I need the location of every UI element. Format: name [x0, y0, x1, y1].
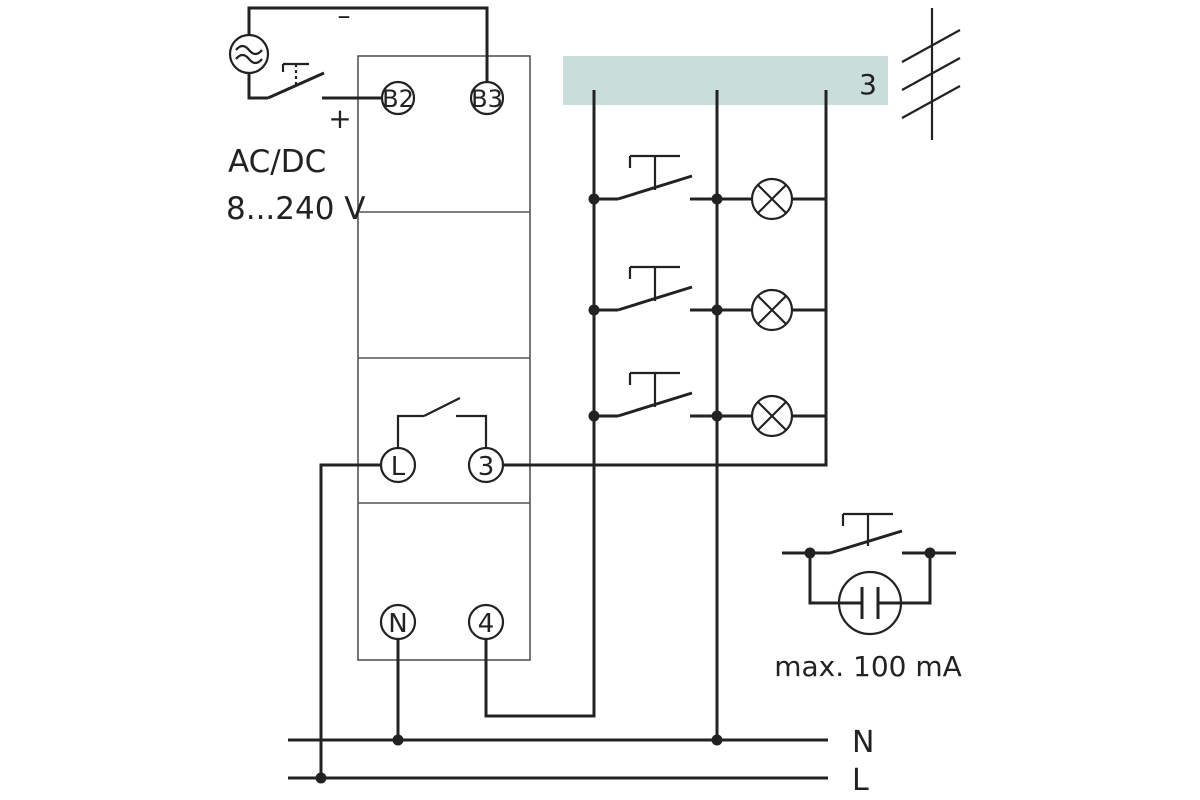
max-current-label: max. 100 mA: [774, 650, 962, 683]
bus-bar: [563, 56, 888, 105]
output-3-wire: [503, 90, 828, 467]
plus-sign: +: [328, 102, 351, 135]
lamp-icon: [750, 288, 794, 332]
terminal-4-label: 4: [478, 609, 495, 639]
illuminated-pushbutton-legend: [782, 512, 956, 636]
device-module: [357, 55, 531, 661]
push-button-icon: [628, 265, 680, 301]
push-button-icon: [281, 62, 309, 86]
input-4-wire: [484, 90, 596, 718]
terminal-b2: [380, 80, 416, 116]
terminal-l-label: L: [391, 452, 406, 482]
glow-lamp-icon: [837, 570, 903, 636]
l-line-label: L: [852, 763, 869, 798]
minus-sign: –: [338, 1, 351, 31]
terminal-b3-label: B3: [471, 85, 503, 113]
supply-type-label: AC/DC: [228, 144, 326, 180]
supply-switch-contact: [267, 71, 325, 100]
junction-dot: [392, 734, 404, 746]
push-button-icon: [628, 371, 680, 407]
supply-voltage-label: 8...240 V: [226, 191, 366, 227]
pushbutton-lamp-row-3: [588, 371, 826, 438]
n-line-label: N: [852, 725, 874, 760]
lamp-icon: [750, 177, 794, 221]
terminal-b3: [469, 80, 505, 116]
supply-plus-wire: [247, 73, 268, 100]
push-button-icon: [628, 154, 680, 190]
pushbutton-lamp-row-1: [588, 154, 826, 221]
power-supply-icon: [228, 33, 270, 75]
terminal-n-label: N: [388, 609, 407, 639]
junction-dot: [711, 734, 723, 746]
terminal-3-label: 3: [478, 452, 495, 482]
l-feed-wire: [319, 463, 381, 778]
lamp-icon: [750, 394, 794, 438]
three-wire-hatch-icon: [901, 8, 961, 140]
junction-dot: [315, 772, 327, 784]
push-button-icon: [841, 512, 893, 546]
supply-minus-wire: [247, 6, 489, 81]
pushbutton-lamp-row-2: [588, 265, 826, 332]
bus-label: 3: [859, 68, 877, 101]
terminal-b2-label: B2: [382, 85, 414, 113]
relay-contact-icon: [396, 397, 488, 448]
